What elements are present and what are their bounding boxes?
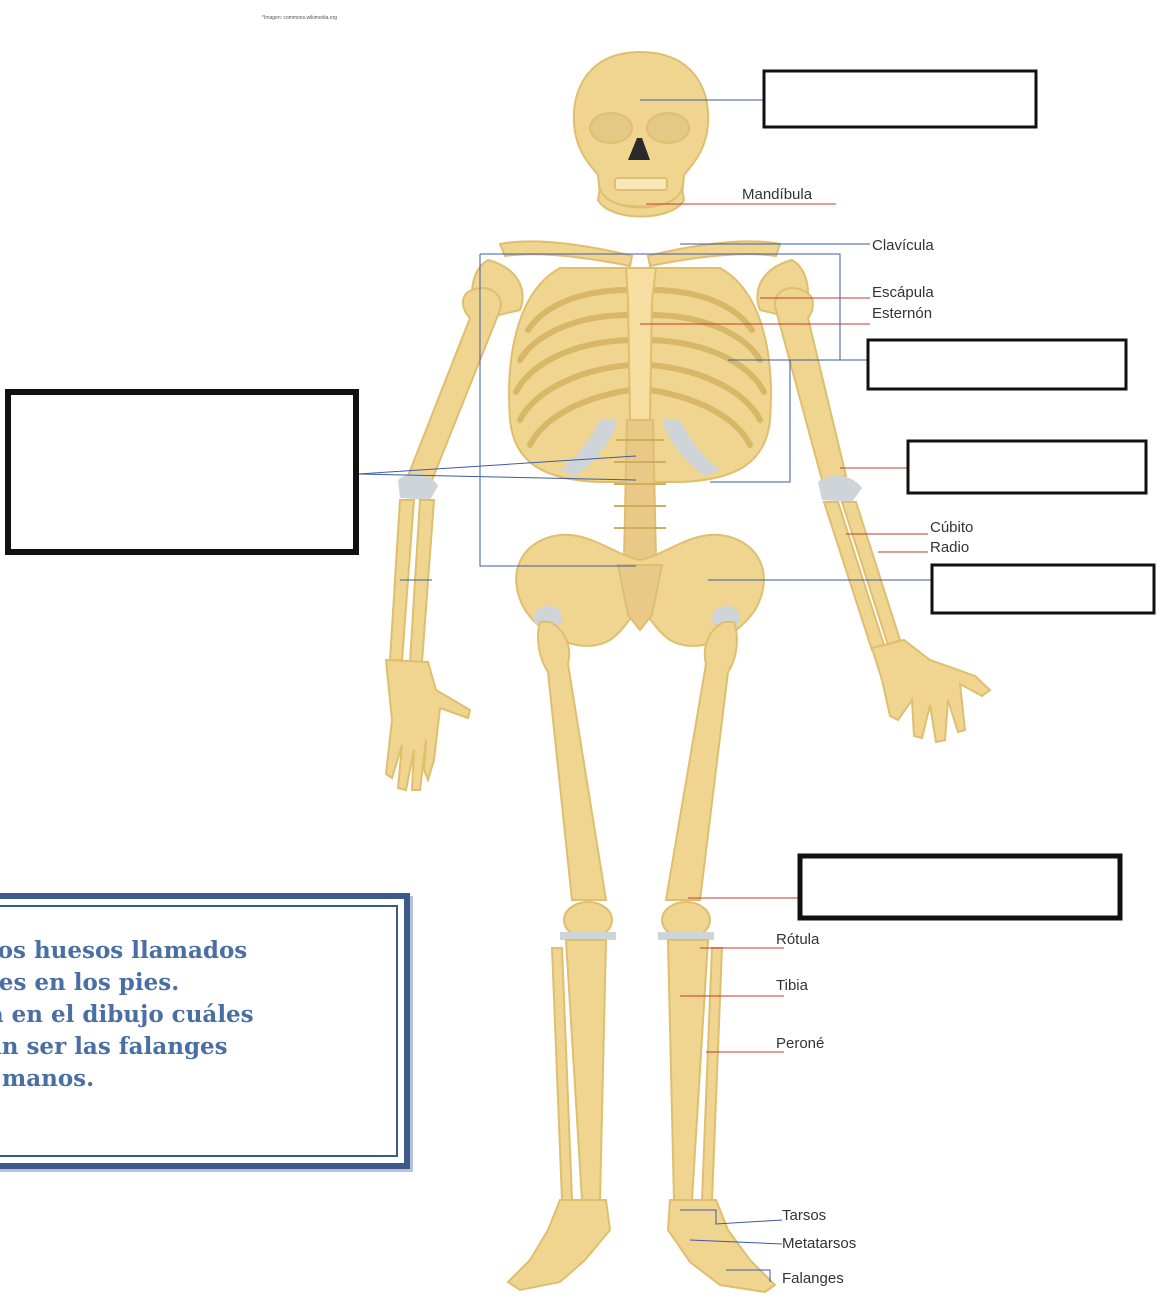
hand-left [386,660,470,790]
answer-box-humerus[interactable] [908,441,1146,493]
elbow-right [818,476,862,502]
tibia-left [566,940,606,1200]
label-tibia: Tibia [776,977,809,994]
humerus-left [408,288,501,480]
instruction-line-3: ica en el dibujo cuáles [0,999,366,1031]
knee-cartilage-right [658,932,714,940]
label-perone: Peroné [776,1035,824,1052]
femur-left [538,622,606,900]
label-clavicula: Clavícula [872,237,934,254]
answer-box-spine[interactable] [8,392,356,552]
humerus-right [775,288,846,480]
instruction-line-1: a los huesos llamados [0,935,366,967]
foot-left [508,1200,610,1290]
instruction-text: a los huesos llamados nges en los pies. … [0,935,366,1095]
label-cubito: Cúbito [930,519,973,536]
eye-socket-left [590,113,632,143]
tibia-right [668,940,708,1200]
label-falanges: Falanges [782,1270,844,1287]
label-radio: Radio [930,539,969,556]
image-credit: *Imagen: commons.wikimedia.org [262,15,337,21]
label-escapula: Escápula [872,284,934,301]
answer-box-pelvis[interactable] [932,565,1154,613]
hand-right [872,640,990,742]
knee-cartilage-left [560,932,616,940]
instruction-note: a los huesos llamados nges en los pies. … [0,893,410,1169]
answer-box-skull[interactable] [764,71,1036,127]
answer-box-femur[interactable] [800,856,1120,918]
ulna-left [410,500,434,662]
instruction-line-4: rían ser las falanges [0,1031,366,1063]
teeth [615,178,667,190]
label-tarsos: Tarsos [782,1207,826,1224]
label-esternon: Esternón [872,305,932,322]
femur-right [666,622,737,900]
instruction-line-2: nges en los pies. [0,967,366,999]
eye-socket-right [647,113,689,143]
label-rotula: Rótula [776,931,820,948]
answer-box-ribs[interactable] [868,340,1126,389]
instruction-line-5: as manos. [0,1063,366,1095]
label-mandibula: Mandíbula [742,186,813,203]
foot-right [668,1200,775,1292]
label-metatarsos: Metatarsos [782,1235,856,1252]
